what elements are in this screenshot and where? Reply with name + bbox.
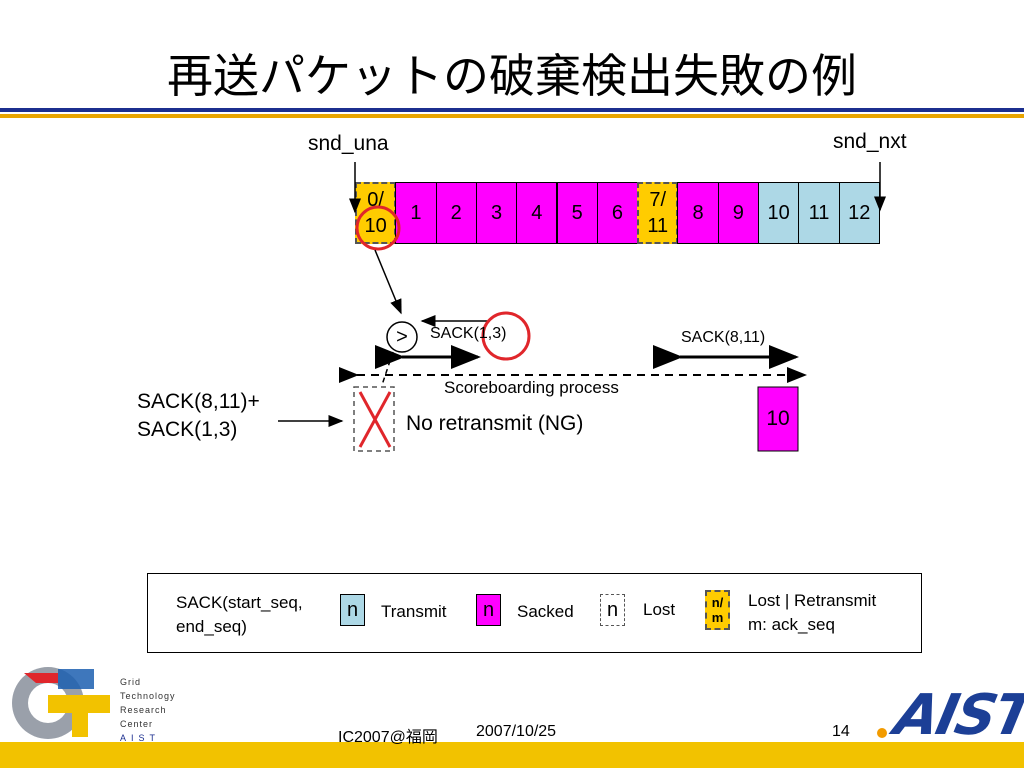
- footer-date: 2007/10/25: [476, 723, 557, 740]
- seq-cell-3: 3: [475, 182, 518, 244]
- seq-cell-12: 12: [838, 182, 880, 244]
- ack-to-compare-arrow: [374, 249, 402, 315]
- legend-retransmit-chip: n/ m: [705, 590, 730, 630]
- legend-retransmit-chip-top: n/: [711, 595, 724, 610]
- legend-lost-chip: n: [600, 594, 625, 626]
- scoreboarding-label: Scoreboarding process: [444, 378, 619, 397]
- legend-retransmit-line1: Lost | Retransmit: [748, 591, 877, 610]
- legend-transmit-label: Transmit: [381, 602, 447, 621]
- grc-line-aist: AIST: [120, 733, 161, 743]
- title-rule-gold: [0, 114, 1024, 118]
- footer-event: IC2007@福岡: [338, 729, 438, 746]
- legend-sacked-label: Sacked: [517, 602, 574, 621]
- footer-bullet-icon: [877, 728, 887, 738]
- seq-cell-11: 11: [798, 182, 840, 244]
- grc-text: Grid Technology Research Center AIST: [120, 675, 176, 745]
- seq-cell-top: 0/: [367, 189, 384, 211]
- legend-retransmit-line2: m: ack_seq: [748, 615, 835, 634]
- seq-cell-4: 4: [516, 182, 558, 244]
- seq-cell-7: 7/11: [637, 182, 679, 244]
- seq-cell-8: 8: [677, 182, 719, 244]
- legend-transmit-chip: n: [340, 594, 365, 626]
- seq-cell-bottom: 11: [647, 215, 669, 237]
- compare-symbol: >: [396, 326, 408, 348]
- sack-start-circle: [481, 311, 531, 361]
- legend-sack-def-line1: SACK(start_seq,: [176, 593, 303, 612]
- grc-line-grid: Grid: [120, 677, 142, 687]
- compare-dashed-link: [381, 351, 394, 386]
- lost-box: [353, 386, 395, 452]
- footer-bar: [0, 742, 1024, 768]
- legend-retransmit-chip-bottom: m: [711, 610, 724, 625]
- snd-una-label: snd_una: [308, 132, 389, 155]
- aist-logo: AIST: [889, 683, 1024, 748]
- resent-packet-box: [757, 386, 799, 452]
- cross-line-2: [358, 391, 392, 448]
- sack-1-3-label: SACK(1,3): [430, 325, 507, 342]
- grc-line-research: Research: [120, 705, 167, 715]
- legend-sack-def-line2: end_seq): [176, 617, 247, 636]
- slide-title: 再送パケットの破棄検出失敗の例: [167, 49, 857, 103]
- grc-logo-icon: [12, 667, 110, 739]
- title-rule-blue: [0, 108, 1024, 112]
- legend-lost-label: Lost: [643, 600, 676, 619]
- resent-packet-label: 10: [766, 407, 790, 430]
- legend-sacked-chip: n: [476, 594, 501, 626]
- seq-cell-6: 6: [596, 182, 639, 244]
- seq-cell-9: 9: [717, 182, 759, 244]
- ack-seq-circle: [355, 205, 401, 251]
- sack-8-11-label: SACK(8,11): [681, 329, 766, 346]
- seq-cell-5: 5: [556, 182, 598, 244]
- seq-cell-bottom: 10: [364, 215, 387, 237]
- left-label-line1: SACK(8,11)+: [137, 390, 260, 413]
- grc-line-technology: Technology: [120, 691, 176, 701]
- no-retransmit-label: No retransmit (NG): [406, 412, 584, 435]
- footer-page-number: 14: [832, 723, 850, 740]
- left-label-line2: SACK(1,3): [137, 418, 238, 441]
- seq-cell-top: 7/: [649, 189, 667, 211]
- snd-nxt-label: snd_nxt: [833, 130, 907, 153]
- legend: [147, 573, 922, 653]
- grc-line-center: Center: [120, 719, 154, 729]
